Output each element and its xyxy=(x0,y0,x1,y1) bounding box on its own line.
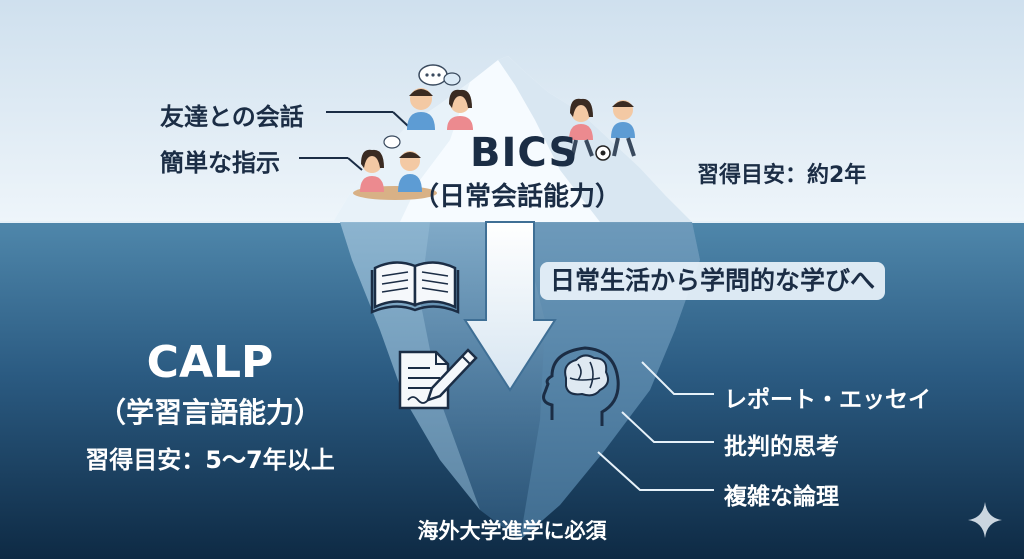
brain-head-icon xyxy=(542,346,620,426)
transition-label: 日常生活から学問的な学びへ xyxy=(540,262,886,300)
bics-acquisition-time: 習得目安：約2年 xyxy=(697,163,867,188)
skill-report-essay: レポート・エッセイ xyxy=(724,387,931,413)
friends-talking-illustration xyxy=(407,64,473,130)
example-simple-instructions: 簡単な指示 xyxy=(160,149,280,177)
footer-required-note: 海外大学進学に必須 xyxy=(417,519,607,543)
chat-bubble-icon xyxy=(418,64,461,86)
document-pen-icon xyxy=(398,348,478,410)
sparkle-icon xyxy=(968,502,1002,538)
example-friends-conversation: 友達との会話 xyxy=(160,103,304,131)
bics-subtitle: （日常会話能力） xyxy=(413,182,622,212)
open-book-icon xyxy=(370,261,460,314)
calp-acquisition-time: 習得目安：5〜7年以上 xyxy=(85,446,335,474)
skill-line-1 xyxy=(641,361,714,395)
skill-critical-thinking: 批判的思考 xyxy=(724,434,839,460)
skill-line-3 xyxy=(597,451,714,491)
bics-title: BICS xyxy=(470,130,579,176)
pair-at-table-illustration xyxy=(353,135,437,200)
skill-complex-logic: 複雑な論理 xyxy=(724,484,839,510)
calp-subtitle: （学習言語能力） xyxy=(97,396,322,429)
soccer-ball-icon xyxy=(595,145,611,161)
transition-arrow xyxy=(463,221,557,392)
skill-line-2 xyxy=(621,411,714,443)
kids-playing-illustration xyxy=(569,98,636,161)
chat-bubble-icon xyxy=(383,135,401,149)
calp-title: CALP xyxy=(146,337,274,388)
